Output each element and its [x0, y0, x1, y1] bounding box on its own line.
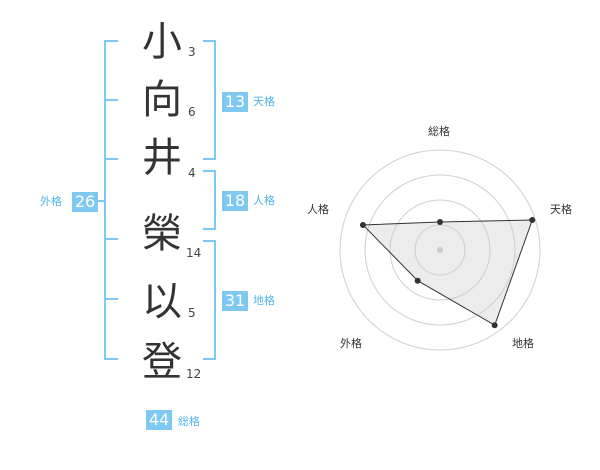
- radar-grid-ring: [389, 199, 491, 301]
- radar-label-gaikaku: 外格: [340, 337, 362, 350]
- gaikaku-value: 26: [72, 192, 98, 212]
- radar-label-jinkaku: 人格: [307, 203, 329, 216]
- stroke-count-5: 5: [188, 306, 196, 320]
- radar-grid-ring: [339, 149, 541, 351]
- stroke-count-4: 14: [186, 246, 202, 260]
- name-char-5: 以: [142, 279, 182, 325]
- name-char-3: 井: [142, 135, 182, 181]
- radar-label-soukaku: 総格: [428, 125, 450, 138]
- jinkaku-label: 人格: [253, 194, 275, 207]
- tenkaku-label: 天格: [253, 95, 275, 108]
- stroke-count-1: 3: [188, 45, 196, 59]
- radar-point: [437, 219, 443, 225]
- radar-point: [414, 277, 421, 284]
- name-char-1: 小: [142, 19, 182, 65]
- stroke-count-2: 6: [188, 105, 196, 119]
- radar-point: [529, 217, 536, 224]
- radar-label-chikaku: 地格: [512, 337, 534, 350]
- gaikaku-label: 外格: [40, 195, 62, 208]
- radar-center-dot: [437, 247, 443, 253]
- name-char-6: 登: [142, 339, 182, 385]
- radar-grid-ring: [364, 174, 516, 326]
- chikaku-value: 31: [222, 291, 248, 311]
- stroke-count-6: 12: [186, 367, 202, 381]
- radar-label-tenkaku: 天格: [550, 203, 572, 216]
- radar-area: [361, 219, 534, 326]
- tenkaku-value: 13: [222, 92, 248, 112]
- chikaku-label: 地格: [253, 294, 275, 307]
- radar-point: [491, 322, 498, 329]
- radar-point: [359, 221, 366, 228]
- jinkaku-value: 18: [222, 191, 248, 211]
- soukaku-label: 総格: [178, 415, 200, 428]
- name-char-4: 榮: [142, 211, 182, 257]
- soukaku-value: 44: [146, 410, 172, 430]
- name-char-2: 向: [142, 77, 182, 123]
- stroke-count-3: 4: [188, 166, 196, 180]
